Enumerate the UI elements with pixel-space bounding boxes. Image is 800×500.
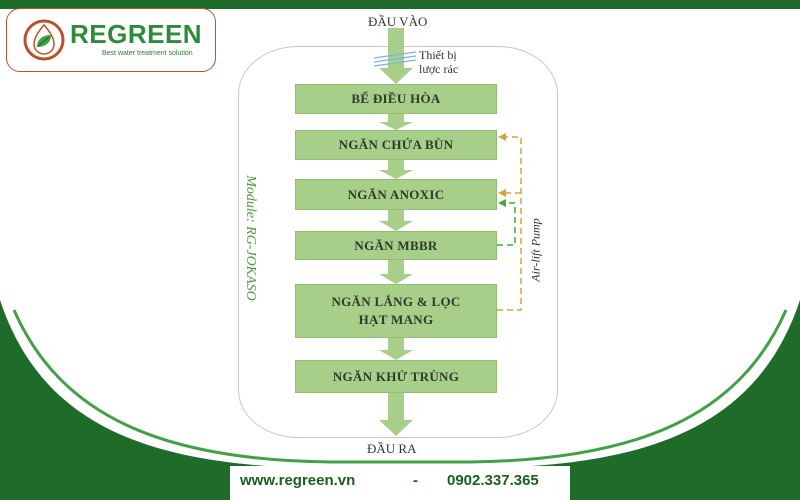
top-green-band [0, 0, 800, 9]
flow-arrow-1 [379, 114, 413, 130]
footer-white-strip [230, 466, 570, 500]
stage-sludge-chamber: NGĂN CHỨA BÙN [295, 130, 497, 160]
bottom-green-arc [0, 300, 800, 500]
brand-tagline: Best water treatment solution [102, 50, 193, 57]
footer-website[interactable]: www.regreen.vn [240, 472, 356, 489]
flow-arrow-2 [379, 160, 413, 179]
recirc-green-arrowhead [498, 199, 506, 207]
output-arrow [379, 393, 413, 436]
bottom-accent-arc [12, 309, 788, 464]
flow-arrow-group [379, 28, 413, 436]
recirc-orange-arrowheads [498, 133, 506, 197]
screen-lines [373, 51, 417, 67]
input-arrow [379, 28, 413, 84]
flow-arrow-5 [379, 338, 413, 360]
flow-arrow-4 [379, 260, 413, 284]
flow-arrow-3 [379, 210, 413, 231]
recirc-green-line [497, 202, 516, 246]
stage-settling-filter-chamber: NGĂN LẮNG & LỌC HẠT MANG [295, 284, 497, 338]
leaf-drop-icon [23, 19, 65, 61]
stage-disinfection-chamber: NGĂN KHỬ TRÙNG [295, 360, 497, 393]
stage-anoxic-chamber: NGĂN ANOXIC [295, 179, 497, 210]
screen-device-label: Thiết bị lược rác [419, 48, 459, 77]
air-lift-pump-label: Air-lift Pump [528, 218, 543, 282]
output-label: ĐẦU RA [367, 441, 417, 456]
brand-name: REGREEN [70, 19, 203, 49]
stage-mbbr-chamber: NGĂN MBBR [295, 231, 497, 260]
footer-separator: - [413, 472, 418, 489]
recirc-orange-lines [497, 136, 522, 311]
brand-logo: REGREEN Best water treatment solution [6, 8, 216, 72]
footer-phone[interactable]: 0902.337.365 [447, 472, 539, 489]
stage-equalization-tank: BỂ ĐIỀU HÒA [295, 84, 497, 114]
input-label: ĐẦU VÀO [368, 14, 428, 29]
